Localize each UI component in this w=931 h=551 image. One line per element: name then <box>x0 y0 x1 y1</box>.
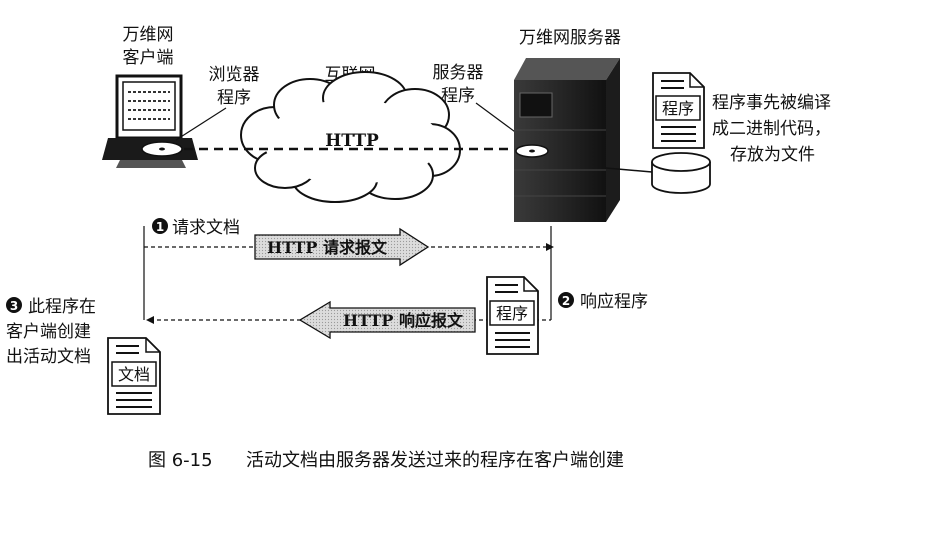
step3-badge-number: 3 <box>10 299 18 313</box>
client-group: 万维网 客户端 浏览器 程序 <box>102 25 260 168</box>
step3-group: 3 此程序在 客户端创建 出活动文档 文档 <box>6 297 161 415</box>
server-program-doc-label-box <box>655 95 701 121</box>
step2-badge-number: 2 <box>562 294 570 308</box>
request-message-label: HTTP 请求报文 <box>267 238 388 257</box>
step1-group: 1 请求文档 HTTP 请求报文 <box>144 218 554 267</box>
cloud-http-label: HTTP <box>325 131 379 151</box>
server-group: 万维网服务器 服务器 程序 <box>433 28 831 222</box>
server-note-line1: 程序事先被编译 <box>712 93 831 113</box>
step3-line2: 客户端创建 <box>6 322 91 342</box>
browser-label-line1: 浏览器 <box>209 65 260 85</box>
response-message-label: HTTP 响应报文 <box>343 311 464 330</box>
response-program-doc-label-box <box>489 300 535 326</box>
step3-line1: 此程序在 <box>28 297 96 317</box>
server-tower-icon <box>514 58 620 222</box>
server-program-line2: 程序 <box>441 86 475 106</box>
request-message-arrow <box>254 227 430 267</box>
step1-badge-number: 1 <box>156 220 164 234</box>
server-note-line2: 成二进制代码， <box>712 119 831 139</box>
disk-icon <box>651 152 711 194</box>
caption-number: 图 6-15 <box>148 450 213 471</box>
response-message-arrow <box>298 300 476 340</box>
computer-icon <box>102 74 198 168</box>
disk-connector-line <box>605 167 653 173</box>
browser-label-line2: 程序 <box>217 88 251 108</box>
step3-badge <box>6 297 22 313</box>
server-title: 万维网服务器 <box>519 28 621 48</box>
step3-line3: 出活动文档 <box>6 347 91 367</box>
active-document-label: 文档 <box>118 365 150 384</box>
browser-leader-line <box>175 107 227 141</box>
server-note-line3: 存放为文件 <box>730 145 815 165</box>
step1-label: 请求文档 <box>172 218 240 238</box>
response-program-doc-label: 程序 <box>496 304 528 323</box>
client-title-line1: 万维网 <box>123 25 174 45</box>
caption-text: 活动文档由服务器发送过来的程序在客户端创建 <box>246 450 624 471</box>
internet-group: 互联网 HTTP <box>240 65 461 203</box>
active-document-label-box <box>111 361 157 387</box>
server-program-line1: 服务器 <box>433 63 484 83</box>
client-title-line2: 客户端 <box>123 48 174 68</box>
step2-badge <box>558 292 574 308</box>
step2-label: 响应程序 <box>580 292 648 312</box>
step2-group: 2 响应程序 HTTP 响应报文 程序 <box>146 276 648 355</box>
server-program-doc-label: 程序 <box>662 99 694 118</box>
step1-badge <box>152 218 168 234</box>
